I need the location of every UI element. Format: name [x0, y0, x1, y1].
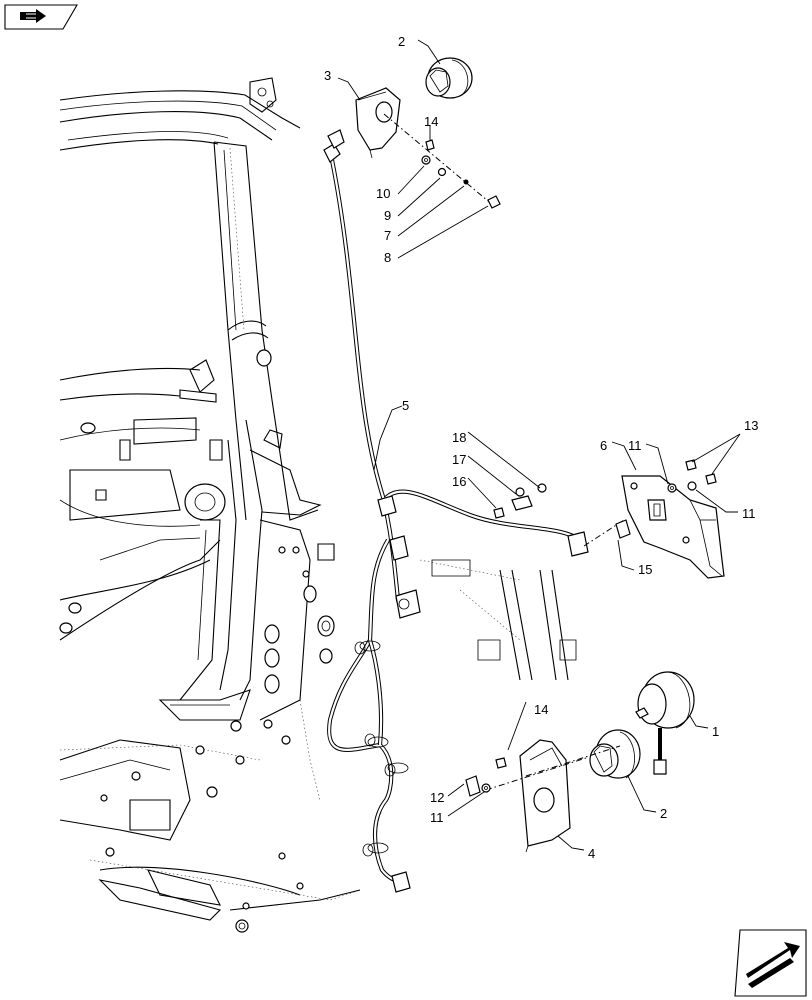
callout-14-bottom: 14 — [534, 702, 548, 717]
callout-13: 13 — [744, 418, 758, 433]
callout-6: 6 — [600, 438, 607, 453]
upper-gauge — [425, 57, 473, 99]
cab-frame — [59, 77, 577, 933]
clip-fasteners — [493, 483, 547, 519]
lower-gauge — [589, 729, 641, 779]
callout-5: 5 — [402, 398, 409, 413]
callout-12: 12 — [430, 790, 444, 805]
callout-2-top: 2 — [398, 34, 405, 49]
leader-lines — [337, 39, 741, 851]
upper-mounting-bracket — [355, 87, 401, 159]
callout-17: 17 — [452, 452, 466, 467]
callout-14-top: 14 — [424, 114, 438, 129]
callout-11-top: 11 — [628, 438, 642, 453]
callout-9: 9 — [384, 208, 391, 223]
callout-8: 8 — [384, 250, 391, 265]
callout-1: 1 — [712, 724, 719, 739]
lower-fasteners — [465, 757, 507, 797]
book-arrow-icon[interactable] — [4, 4, 78, 30]
upper-fasteners — [383, 113, 501, 209]
callout-16: 16 — [452, 474, 466, 489]
side-fasteners — [667, 459, 717, 493]
callout-18: 18 — [452, 430, 466, 445]
callout-7: 7 — [384, 228, 391, 243]
lower-mounting-bracket — [485, 739, 621, 853]
callout-3: 3 — [324, 68, 331, 83]
side-mounting-bracket — [583, 475, 725, 579]
sensor-unit — [635, 671, 695, 775]
callout-2-bottom: 2 — [660, 806, 667, 821]
callout-10: 10 — [376, 186, 390, 201]
callout-11-right: 11 — [742, 506, 756, 521]
callout-11-bottom: 11 — [430, 810, 444, 825]
callout-15: 15 — [638, 562, 652, 577]
callout-labels: 2 3 14 10 9 7 8 5 18 17 16 6 11 13 11 15… — [324, 34, 758, 861]
callout-4: 4 — [588, 846, 595, 861]
next-page-arrow-icon[interactable] — [734, 929, 807, 997]
wiring-harness — [323, 129, 589, 893]
